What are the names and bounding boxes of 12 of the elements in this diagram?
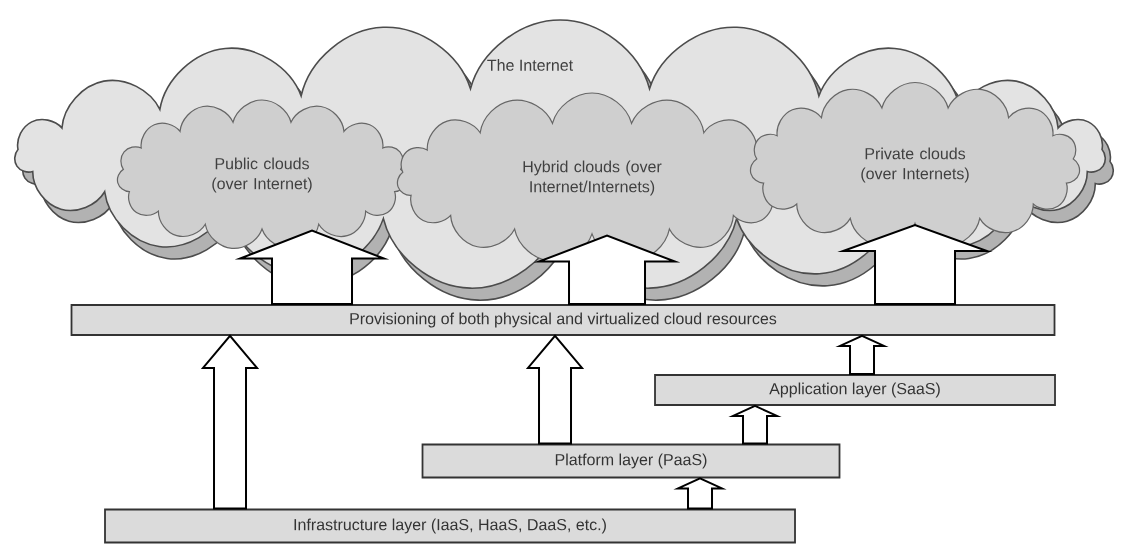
block-arrow (728, 404, 782, 445)
block-arrow (525, 334, 585, 445)
layer-box: Provisioning of both physical and virtualized cloud resources (70, 304, 1056, 336)
block-arrow (533, 234, 681, 306)
block-arrow (673, 477, 727, 510)
layer-box: Platform layer (PaaS) (421, 443, 841, 479)
block-arrow (837, 224, 993, 306)
block-arrow (835, 334, 889, 376)
layer-box: Infrastructure layer (IaaS, HaaS, DaaS, etc.) (104, 508, 796, 544)
block-arrow (200, 334, 260, 510)
block-arrow (234, 229, 390, 306)
layer-box: Application layer (SaaS) (654, 374, 1056, 406)
